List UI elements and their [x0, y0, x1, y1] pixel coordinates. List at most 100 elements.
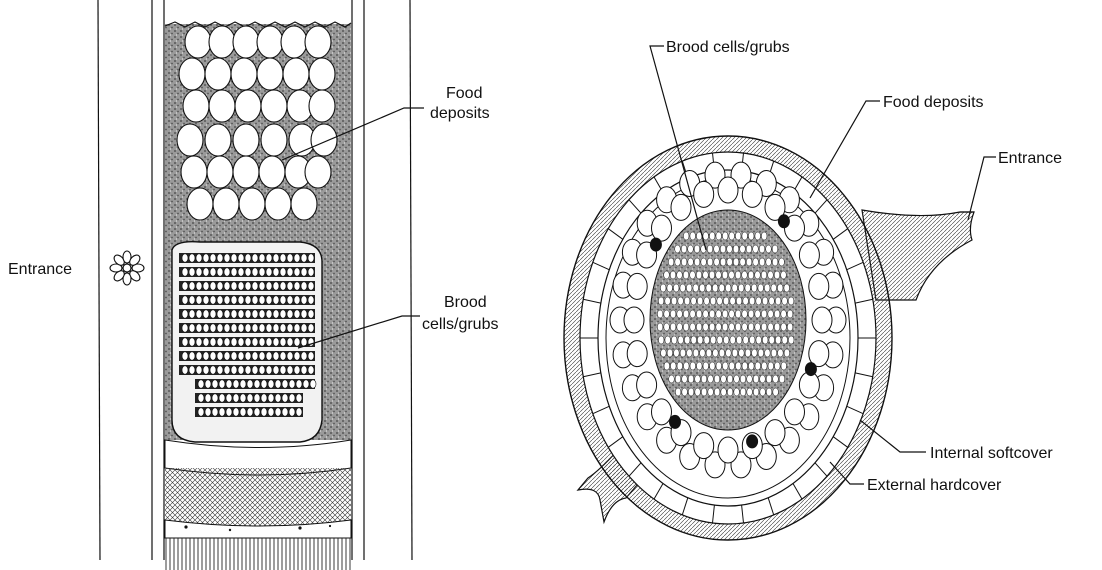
- hardcover-label: External hardcover: [867, 477, 1002, 494]
- brood-cell: [706, 349, 712, 357]
- brood-cell: [695, 375, 701, 383]
- food-cell: [765, 420, 785, 446]
- brood-cell: [238, 282, 244, 290]
- brood-cell: [287, 268, 293, 276]
- brood-cell: [753, 375, 759, 383]
- brood-cell: [294, 324, 300, 332]
- brood-cell: [240, 380, 246, 388]
- brood-cell: [217, 268, 223, 276]
- food-cell: [624, 307, 644, 333]
- brood-cell: [658, 297, 664, 305]
- brood-cell: [709, 310, 715, 318]
- brood-cell: [210, 352, 216, 360]
- brood-cell: [275, 408, 281, 416]
- food-cell: [261, 124, 287, 156]
- brood-cell: [743, 336, 749, 344]
- brood-cell: [238, 296, 244, 304]
- brood-cell: [224, 268, 230, 276]
- brood-cell: [742, 362, 748, 370]
- brood-cell: [667, 284, 673, 292]
- brood-cell: [231, 282, 237, 290]
- brood-cell: [287, 366, 293, 374]
- brood-cell: [688, 375, 694, 383]
- brood-cell: [266, 254, 272, 262]
- brood-cell: [231, 352, 237, 360]
- food-cell: [742, 181, 762, 207]
- brood-cell: [196, 310, 202, 318]
- brood-cell: [287, 282, 293, 290]
- brood-cell: [273, 282, 279, 290]
- brood-cell: [224, 366, 230, 374]
- brood-cell: [756, 297, 762, 305]
- food-cell: [213, 188, 239, 220]
- brood-cell: [697, 362, 703, 370]
- brood-cell: [709, 232, 715, 240]
- entrance-leader-right: [968, 157, 996, 220]
- brood-cell: [782, 297, 788, 305]
- brood-cell: [677, 362, 683, 370]
- brood-cell: [273, 366, 279, 374]
- brood-cell: [245, 282, 251, 290]
- brood-cell: [742, 310, 748, 318]
- brood-cell: [753, 258, 759, 266]
- brood-cell: [280, 254, 286, 262]
- brood-cell: [266, 366, 272, 374]
- food-cell: [785, 399, 805, 425]
- brood-cell: [732, 349, 738, 357]
- brood-cell: [301, 324, 307, 332]
- food-label-right: Food deposits: [883, 94, 984, 111]
- brood-cell: [231, 338, 237, 346]
- brood-cell: [182, 254, 188, 262]
- brood-cell: [182, 268, 188, 276]
- brood-cell: [708, 388, 714, 396]
- food-cell: [812, 307, 832, 333]
- brood-cell: [779, 375, 785, 383]
- food-cell: [207, 156, 233, 188]
- brood-cell: [245, 366, 251, 374]
- brood-cell: [273, 296, 279, 304]
- food-cell: [799, 242, 819, 268]
- food-cell: [239, 188, 265, 220]
- brood-cell: [727, 245, 733, 253]
- brood-cell: [766, 375, 772, 383]
- brood-cell: [205, 408, 211, 416]
- brood-cell: [657, 310, 663, 318]
- brood-cell: [273, 324, 279, 332]
- brood-cell: [219, 408, 225, 416]
- brood-cell: [710, 336, 716, 344]
- food-cell: [309, 90, 335, 122]
- brood-cell: [224, 296, 230, 304]
- brood-cell: [674, 349, 680, 357]
- brood-cell: [294, 366, 300, 374]
- brood-cell: [748, 232, 754, 240]
- brood-cell: [287, 254, 293, 262]
- food-cell: [281, 26, 307, 58]
- brood-cell: [310, 380, 316, 388]
- food-cell: [265, 188, 291, 220]
- brood-cell: [775, 297, 781, 305]
- brood-cell: [735, 232, 741, 240]
- brood-cell: [670, 323, 676, 331]
- brood-cell: [259, 296, 265, 304]
- brood-cell: [294, 282, 300, 290]
- brood-cell: [716, 310, 722, 318]
- brood-cell: [769, 297, 775, 305]
- food-cell: [652, 215, 672, 241]
- brood-cell: [766, 388, 772, 396]
- food-cell: [187, 188, 213, 220]
- brood-cell: [203, 310, 209, 318]
- brood-cell: [775, 362, 781, 370]
- brood-cell: [252, 338, 258, 346]
- brood-cell: [749, 297, 755, 305]
- brood-cell: [756, 336, 762, 344]
- brood-cell: [774, 323, 780, 331]
- brood-cell: [296, 408, 302, 416]
- brood-cell: [701, 388, 707, 396]
- food-cell: [652, 399, 672, 425]
- brood-cell: [765, 349, 771, 357]
- brood-cell: [714, 388, 720, 396]
- brood-cell: [294, 310, 300, 318]
- brood-cell: [736, 297, 742, 305]
- food-cell: [637, 372, 657, 398]
- brood-cell: [196, 254, 202, 262]
